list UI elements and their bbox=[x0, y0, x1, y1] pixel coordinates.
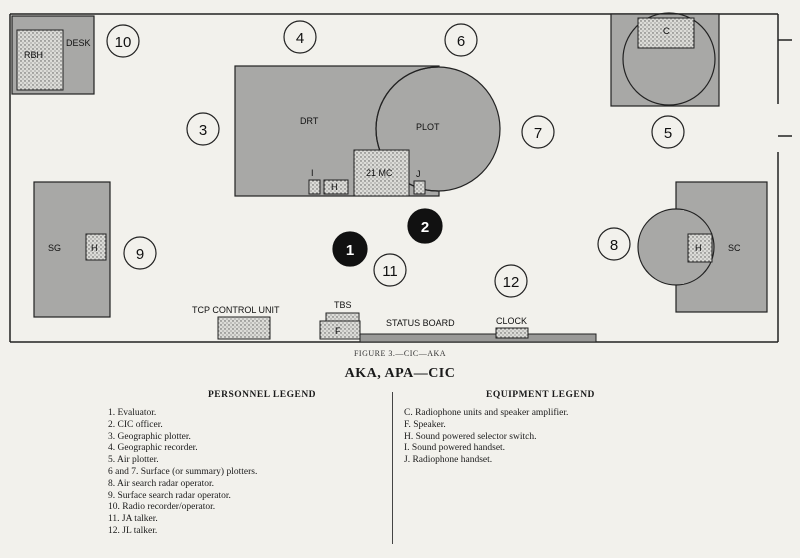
legend-item: 1. Evaluator. bbox=[108, 408, 157, 418]
desk-label: DESK bbox=[66, 38, 91, 48]
station-2: 2 bbox=[407, 208, 443, 244]
legend-item: 10. Radio recorder/operator. bbox=[108, 502, 216, 513]
legend-item: J. Radiophone handset. bbox=[404, 455, 493, 466]
station-9: 9 bbox=[123, 236, 157, 270]
svg-text:1: 1 bbox=[346, 242, 354, 259]
figure-caption: FIGURE 3.—CIC—AKA bbox=[353, 349, 447, 358]
sg-label: SG bbox=[48, 243, 61, 253]
h-label-sc: H bbox=[695, 243, 702, 253]
station-11: 11 bbox=[373, 253, 407, 287]
legend-item: 9. Surface search radar operator. bbox=[108, 490, 231, 501]
tbs-speaker: TBS F bbox=[319, 300, 361, 340]
personnel-legend: 1. Evaluator. 2. CIC officer. 3. Geograp… bbox=[108, 408, 257, 538]
svg-text:11: 11 bbox=[382, 263, 398, 280]
clock-label: CLOCK bbox=[496, 316, 527, 326]
legend-item: I. Sound powered handset. bbox=[404, 443, 506, 454]
plot-label: PLOT bbox=[416, 122, 440, 132]
status-board: STATUS BOARD CLOCK bbox=[359, 316, 597, 343]
desk: RBH DESK bbox=[11, 15, 95, 95]
legend-item: 11. JA talker. bbox=[108, 514, 158, 525]
legend-item: 6 and 7. Surface (or summary) plotters. bbox=[108, 466, 258, 477]
svg-text:5: 5 bbox=[664, 125, 672, 142]
station-12: 12 bbox=[494, 264, 528, 298]
legend-item: F. Speaker. bbox=[404, 419, 446, 430]
rbh-unit bbox=[16, 29, 64, 91]
status-board-label: STATUS BOARD bbox=[386, 318, 455, 328]
svg-text:6: 6 bbox=[457, 33, 465, 50]
mc21-label: 21 MC bbox=[366, 168, 393, 178]
equipment-legend-heading: EQUIPMENT LEGEND bbox=[486, 390, 595, 400]
station-4: 4 bbox=[283, 20, 317, 54]
legend-item: 2. CIC officer. bbox=[108, 419, 163, 430]
svg-text:12: 12 bbox=[503, 274, 520, 291]
i-label: I bbox=[311, 168, 314, 178]
legend-item: 3. Geographic plotter. bbox=[108, 431, 191, 442]
floor-plan: .gray { fill:#a8a8a6; stroke:#222; strok… bbox=[9, 12, 792, 343]
station-7: 7 bbox=[521, 115, 555, 149]
sc-label: SC bbox=[728, 243, 741, 253]
drt-table: DRT PLOT 21 MC I H J bbox=[234, 65, 501, 197]
j-label: J bbox=[416, 169, 421, 179]
svg-text:9: 9 bbox=[136, 246, 144, 263]
sg-radar: SG H bbox=[33, 181, 111, 318]
drt-label: DRT bbox=[300, 116, 319, 126]
h-label-drt: H bbox=[331, 182, 338, 192]
svg-text:3: 3 bbox=[199, 122, 207, 139]
radiophone-units: C bbox=[610, 12, 720, 107]
station-6: 6 bbox=[444, 23, 478, 57]
legend-item: 5. Air plotter. bbox=[108, 455, 159, 466]
sc-radar: H SC bbox=[637, 181, 768, 313]
legend-item: 4. Geographic recorder. bbox=[108, 443, 198, 454]
diagram-title: AKA, APA—CIC bbox=[344, 366, 456, 381]
svg-text:4: 4 bbox=[296, 30, 304, 47]
tbs-label: TBS bbox=[334, 300, 352, 310]
station-5: 5 bbox=[651, 115, 685, 149]
rbh-label: RBH bbox=[24, 50, 43, 60]
station-1: 1 bbox=[332, 231, 368, 267]
legend-item: 8. Air search radar operator. bbox=[108, 478, 215, 489]
svg-text:2: 2 bbox=[421, 219, 429, 236]
legend-item: 12. JL talker. bbox=[108, 525, 158, 536]
h-label-sg: H bbox=[91, 243, 98, 253]
mc21-unit bbox=[353, 149, 410, 197]
tcp-control-unit: TCP CONTROL UNIT bbox=[192, 305, 280, 340]
legend-divider bbox=[392, 392, 393, 544]
f-label: F bbox=[335, 326, 341, 336]
tcp-label: TCP CONTROL UNIT bbox=[192, 305, 280, 315]
legend-item: H. Sound powered selector switch. bbox=[404, 431, 537, 442]
svg-text:8: 8 bbox=[610, 237, 618, 254]
personnel-legend-heading: PERSONNEL LEGEND bbox=[208, 390, 317, 400]
equipment-legend: C. Radiophone units and speaker amplifie… bbox=[404, 408, 568, 467]
station-10: 10 bbox=[106, 24, 140, 58]
station-3: 3 bbox=[186, 112, 220, 146]
c-label: C bbox=[663, 26, 670, 36]
svg-text:7: 7 bbox=[534, 125, 542, 142]
svg-text:10: 10 bbox=[115, 34, 132, 51]
station-8: 8 bbox=[597, 227, 631, 261]
legend-item: C. Radiophone units and speaker amplifie… bbox=[404, 408, 569, 418]
